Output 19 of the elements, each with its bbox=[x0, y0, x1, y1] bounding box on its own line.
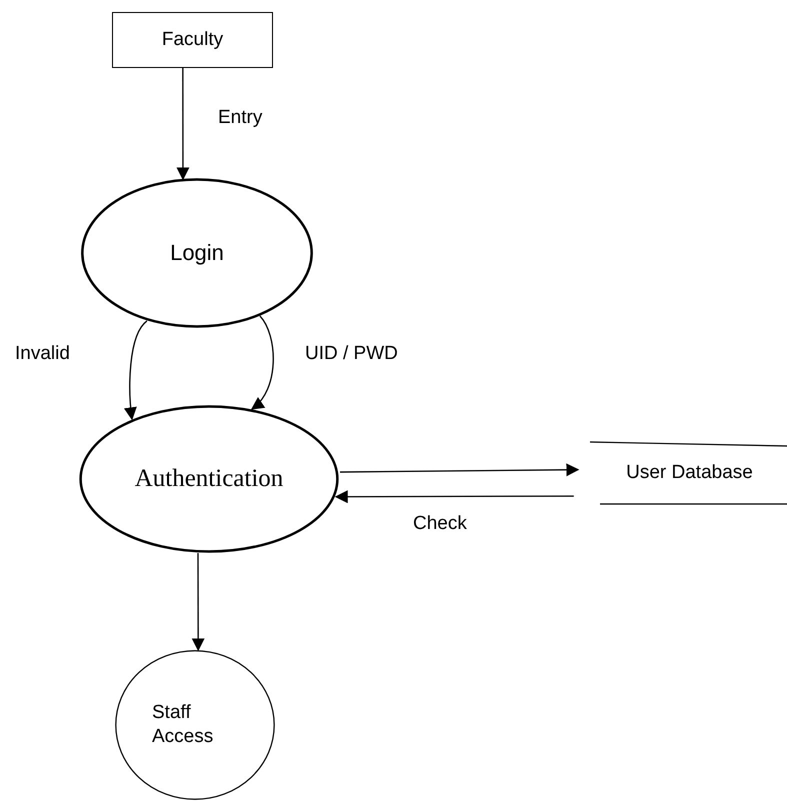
node-label: Staff Access bbox=[152, 701, 214, 749]
edge-label: UID / PWD bbox=[305, 342, 398, 366]
arrow bbox=[124, 320, 148, 420]
process-ellipse bbox=[80, 178, 314, 328]
node-label: Faculty bbox=[162, 28, 224, 52]
edge-label: Invalid bbox=[15, 342, 70, 366]
node-label: Authentication bbox=[134, 464, 284, 494]
arrow bbox=[176, 68, 190, 180]
edge-label: Check bbox=[413, 512, 467, 536]
arrow bbox=[334, 490, 574, 504]
arrow bbox=[340, 463, 580, 476]
arrow bbox=[250, 316, 274, 410]
edge-label: Entry bbox=[218, 106, 262, 130]
node-label: User Database bbox=[626, 461, 753, 485]
process-circle bbox=[115, 650, 275, 800]
entity-box bbox=[112, 12, 273, 68]
process-ellipse bbox=[78, 405, 340, 553]
arrow bbox=[192, 553, 205, 652]
node-label: Login bbox=[170, 239, 224, 267]
